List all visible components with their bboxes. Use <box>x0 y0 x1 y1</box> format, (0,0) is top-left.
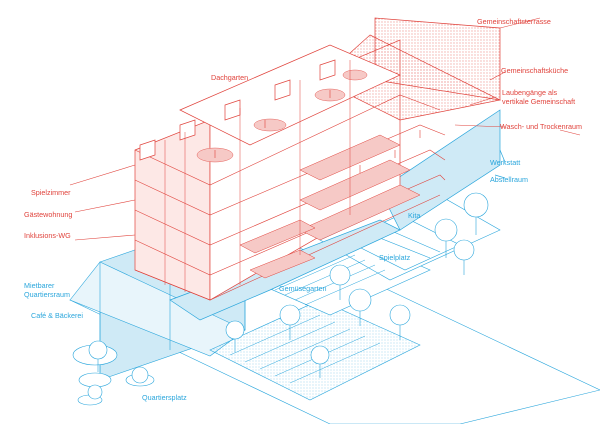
label-laubengaenge-line1: Laubengänge als <box>502 88 558 97</box>
label-gemuesegarten: Gemüsegarten <box>279 284 327 293</box>
building <box>69 17 581 321</box>
label-inklusions-wg: Inklusions-WG <box>24 231 71 240</box>
people-figures <box>214 90 421 173</box>
label-gaestewohnung: Gästewohnung <box>24 210 73 219</box>
label-abstellraum: Abstellraum <box>490 175 528 184</box>
trees <box>87 192 489 400</box>
label-cafe-baeckerei: Café & Bäckerei <box>31 311 83 320</box>
label-laubengaenge-line2: vertikale Gemeinschaft <box>502 97 576 106</box>
label-spielzimmer: Spielzimmer <box>31 188 71 197</box>
label-wasch-trockenraum: Wasch- und Trockenraum <box>500 122 583 131</box>
label-dachgarten: Dachgarten <box>211 73 249 82</box>
label-mietbarer-line2: Quartiersraum <box>24 290 70 299</box>
label-gemeinschaftskueche: Gemeinschaftsküche <box>501 66 569 75</box>
label-mietbarer-line1: Mietbarer <box>24 281 55 290</box>
label-werkstatt: Werkstatt <box>490 158 521 167</box>
label-quartiersplatz: Quartiersplatz <box>142 393 187 402</box>
label-gemeinschaftsterrasse: Gemeinschaftsterrasse <box>477 17 551 26</box>
label-spielplatz: Spielplatz <box>379 253 411 262</box>
label-kita: Kita <box>408 211 421 220</box>
